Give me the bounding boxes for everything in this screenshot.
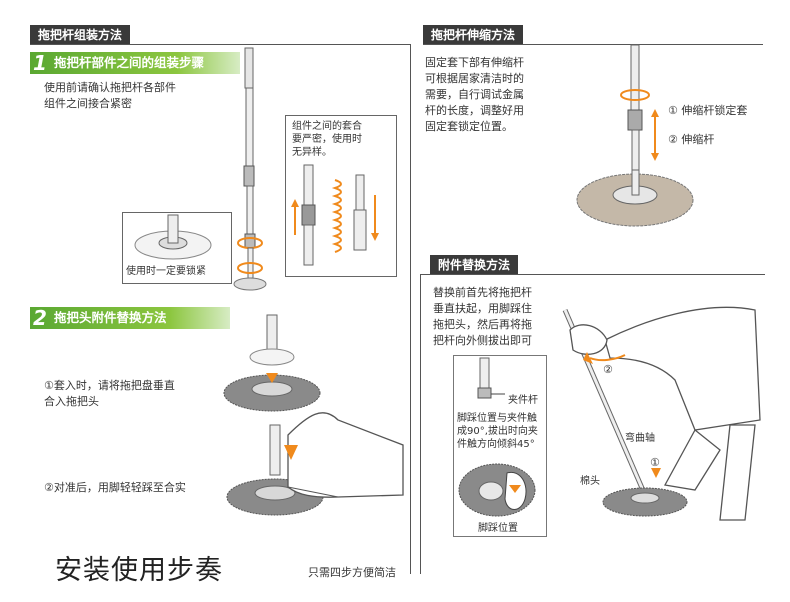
person-illustration	[562, 306, 761, 521]
assembly-tab: 拖把杆组装方法	[30, 25, 131, 45]
telescopic-illustration	[576, 44, 694, 227]
mop-head-insert-illustration	[223, 314, 321, 412]
step1-number: 1	[33, 51, 47, 75]
footer-subtitle: 只需四步方便简洁	[308, 566, 396, 579]
telescopic-label2: ② 伸缩杆	[668, 133, 715, 146]
joint-detail-illustration	[291, 164, 379, 266]
replace-left-rule	[420, 274, 421, 574]
telescopic-description: 固定套下部有伸缩杆 可根据居家清洁时的 需要，自行调试金属 杆的长度，调整好用 …	[425, 56, 524, 133]
foot-position-label: 脚踩位置	[478, 523, 518, 534]
replace-tab: 附件替换方法	[430, 255, 519, 275]
step1-header: 1 拖把杆部件之间的组装步骤	[30, 52, 240, 74]
foot-position-illustration	[458, 463, 536, 517]
assembly-right-rule	[410, 44, 411, 574]
telescopic-label1: ① 伸缩杆锁定套	[668, 104, 748, 117]
clip-detail-illustration	[477, 357, 505, 399]
assembly-top-rule	[30, 44, 410, 45]
foot-press-illustration	[226, 412, 404, 516]
step1-title: 拖把杆部件之间的组装步骤	[54, 55, 205, 70]
mark-1: ①	[650, 456, 660, 469]
clip-label: 夹件杆	[508, 395, 538, 406]
step2-header: 2 拖把头附件替换方法	[30, 307, 230, 329]
step1-description: 使用前请确认拖把杆各部件 组件之间接合紧密	[44, 81, 176, 110]
step2-note1: ①套入时，请将拖把盘垂直 合入拖把头	[44, 379, 175, 408]
assembly-pole-illustration	[233, 47, 267, 291]
replace-top-rule	[420, 274, 765, 275]
bend-label: 弯曲轴	[625, 433, 655, 444]
lock-detail-illustration	[134, 214, 212, 260]
footer-title: 安装使用步奏	[55, 555, 223, 586]
step2-note2: ②对准后，用脚轻轻踩至合实	[44, 481, 186, 494]
lock-text: 使用时一定要锁紧	[126, 266, 206, 277]
mark-2: ②	[603, 363, 613, 376]
step2-title: 拖把头附件替换方法	[54, 310, 167, 325]
step2-number: 2	[33, 306, 47, 330]
inset-note: 脚踩位置与夹件触 成90°,拔出时向夹 件触方向倾斜45°	[457, 413, 538, 450]
replace-description: 替换前首先将拖把杆 垂直扶起，用脚踩住 拖把头，然后再将拖 把杆向外侧拔出即可	[433, 286, 532, 347]
head-label: 棉头	[580, 476, 600, 487]
telescopic-tab: 拖把杆伸缩方法	[423, 25, 524, 45]
telescopic-top-rule	[423, 44, 763, 45]
tight-fit-text: 组件之间的套合 要严密，使用时 无异样。	[292, 121, 362, 158]
